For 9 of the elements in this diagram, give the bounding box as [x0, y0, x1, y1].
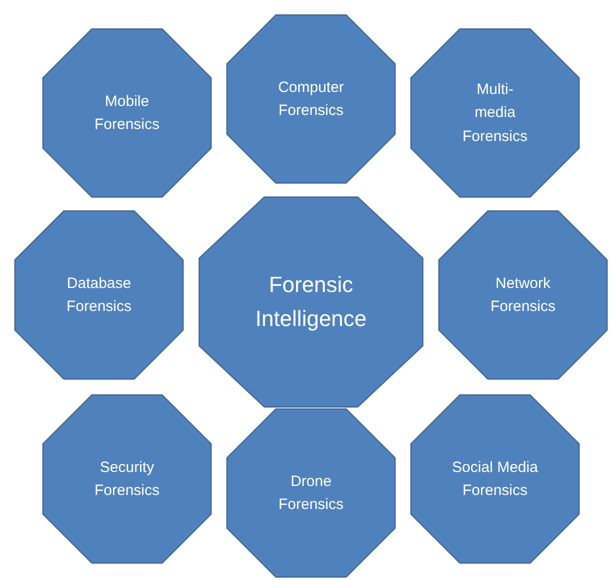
node-label: Database Forensics [65, 274, 133, 317]
node-label: Forensic Intelligence [254, 270, 368, 333]
node-label: Mobile Forensics [93, 92, 161, 135]
node-label: Multi- media Forensics [461, 80, 529, 147]
node-label: Drone Forensics [277, 472, 345, 515]
node-label: Security Forensics [93, 458, 161, 501]
node-label: Social Media Forensics [451, 458, 539, 501]
node-label: Network Forensics [489, 274, 557, 317]
node-label: Computer Forensics [277, 78, 345, 121]
